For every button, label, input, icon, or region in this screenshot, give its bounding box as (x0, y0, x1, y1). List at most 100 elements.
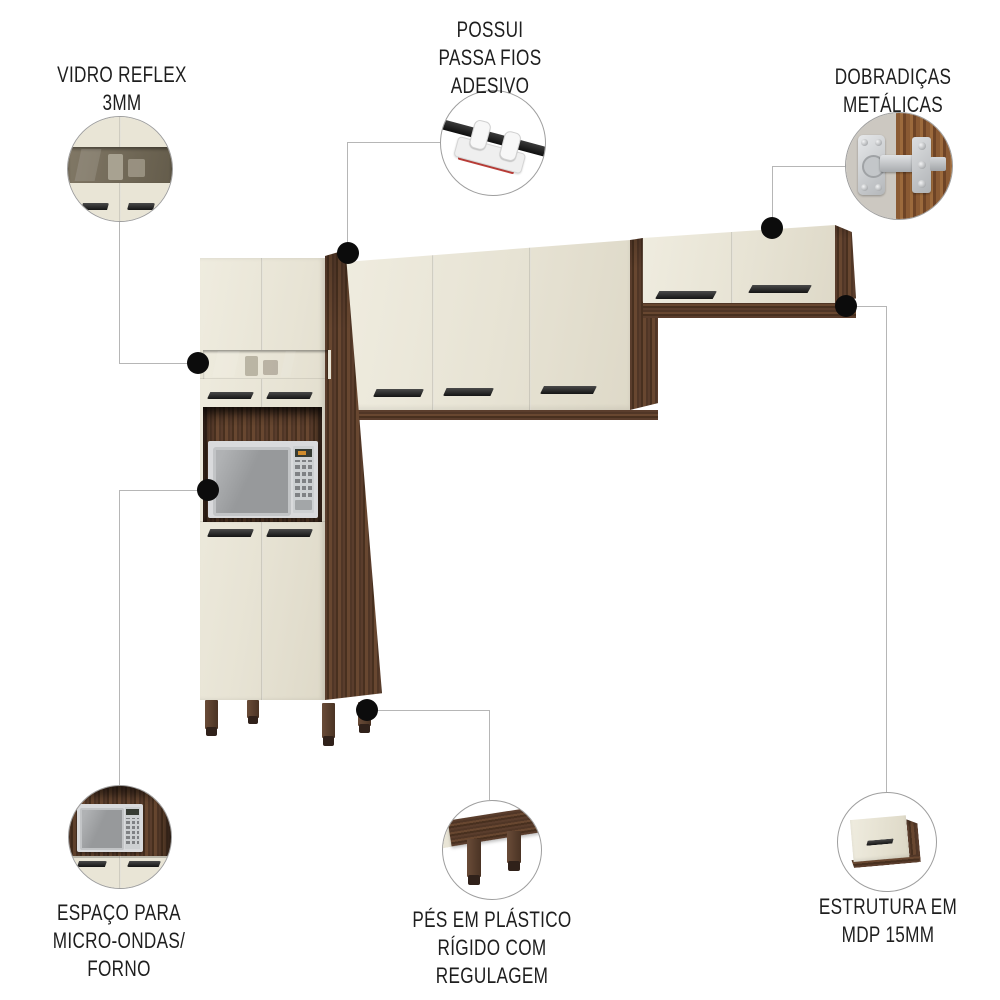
door-gap (119, 183, 121, 221)
screw (875, 184, 882, 191)
plastic-leg (247, 700, 259, 718)
feet-group (443, 801, 541, 899)
door-handle (655, 291, 717, 299)
button-gap (135, 818, 137, 844)
door-gap (731, 225, 733, 303)
microwave-window (80, 808, 124, 850)
microwave (208, 441, 318, 518)
screw (875, 139, 882, 146)
leader-line (489, 710, 490, 800)
upper-cabinet-3-doors (345, 240, 630, 410)
microwave-open-button (295, 500, 312, 510)
microwave-space-detail (68, 785, 172, 889)
leader-line (772, 166, 773, 228)
callout-label-pes-plastico: PÉS EM PLÁSTICO RÍGIDO COM REGULAGEM (412, 907, 572, 988)
leader-line (347, 142, 441, 143)
microwave-control-panel (293, 446, 314, 513)
cable-clip-detail (440, 90, 546, 196)
door-handle (127, 861, 161, 867)
leader-line (119, 363, 198, 364)
cup-behind-glass (128, 159, 145, 177)
cup-behind-glass (263, 360, 278, 375)
microwave-buttons (295, 460, 312, 497)
callout-dot (187, 352, 209, 374)
right-cabinet-2-doors (643, 225, 835, 303)
reflex-glass-detail (67, 116, 173, 222)
door-gap (261, 258, 263, 350)
door-bottom (68, 183, 172, 221)
adjustable-foot (468, 875, 480, 885)
adjustable-foot (248, 716, 258, 724)
microwave-buttons (126, 818, 139, 844)
glass-reflection (280, 351, 296, 377)
glass-reflection (74, 149, 102, 181)
door-handle (866, 838, 894, 845)
microwave-window (213, 447, 291, 516)
plastic-leg (322, 703, 335, 738)
cup-behind-glass (245, 356, 258, 376)
callout-dot (337, 242, 359, 264)
panel-seam (200, 521, 325, 522)
upper-cabinet-bottom-trim (345, 410, 658, 420)
door-handle (443, 388, 494, 396)
door-gap (119, 117, 121, 147)
right-cabinet-bottom-trim (643, 303, 856, 318)
door-gap (529, 240, 531, 410)
plastic-leg (467, 839, 481, 877)
callout-label-estrutura-mdp: ESTRUTURA EM MDP 15MM (818, 894, 958, 947)
cabinet-bottom-panel (447, 805, 541, 847)
callout-dot (835, 295, 857, 317)
screw (861, 184, 868, 191)
screw (918, 142, 926, 150)
hinge-arm-extension (930, 157, 946, 171)
leader-line (119, 490, 120, 785)
door-handle (266, 529, 313, 537)
clip-group (441, 91, 545, 195)
metal-hinge-detail (845, 112, 953, 220)
callout-label-espaco-microondas: ESPAÇO PARA MICRO-ONDAS/ FORNO (52, 900, 186, 981)
screw (861, 139, 868, 146)
microwave-niche (203, 407, 322, 522)
microwave-display (295, 449, 312, 457)
glass-door-handle (266, 392, 313, 399)
leader-line (367, 710, 489, 711)
callout-dot (197, 479, 219, 501)
door-handle (373, 389, 424, 397)
leader-line (886, 306, 887, 792)
hinge-mount-plate (912, 137, 931, 193)
adjustable-foot (206, 727, 217, 736)
door-gap (261, 379, 263, 407)
door-handle (81, 203, 109, 210)
door-gap (261, 522, 263, 700)
leader-line (347, 142, 348, 253)
microwave-control-panel (125, 807, 140, 849)
button-gap (306, 460, 308, 497)
adjustable-foot (323, 736, 334, 746)
lower-doors (69, 856, 171, 888)
leader-line (119, 220, 120, 363)
microwave-display (126, 809, 139, 815)
adjustable-foot (508, 861, 520, 871)
button-gap (130, 818, 132, 844)
microwave (77, 804, 143, 852)
right-cabinet-side-panel (835, 225, 856, 303)
door-gap (432, 240, 434, 410)
panel-seam (200, 378, 325, 379)
callout-dot (761, 217, 783, 239)
plastic-feet-detail (442, 800, 542, 900)
mdp-structure-detail (837, 792, 937, 892)
door-handle (540, 386, 597, 394)
door-handle (207, 529, 254, 537)
cup-behind-glass (108, 154, 123, 180)
cabinet-door (849, 815, 910, 862)
plastic-leg (507, 831, 521, 863)
leader-line (119, 490, 208, 491)
hinge-arm (880, 155, 916, 172)
mdp-group (838, 793, 937, 892)
callout-label-passa-fios: POSSUI PASSA FIOS ADESIVO (438, 17, 542, 98)
adjustable-foot (359, 724, 370, 733)
callout-dot (356, 699, 378, 721)
door-handle (748, 285, 812, 293)
callout-label-dobradicas: DOBRADIÇAS METÁLICAS (834, 64, 952, 117)
